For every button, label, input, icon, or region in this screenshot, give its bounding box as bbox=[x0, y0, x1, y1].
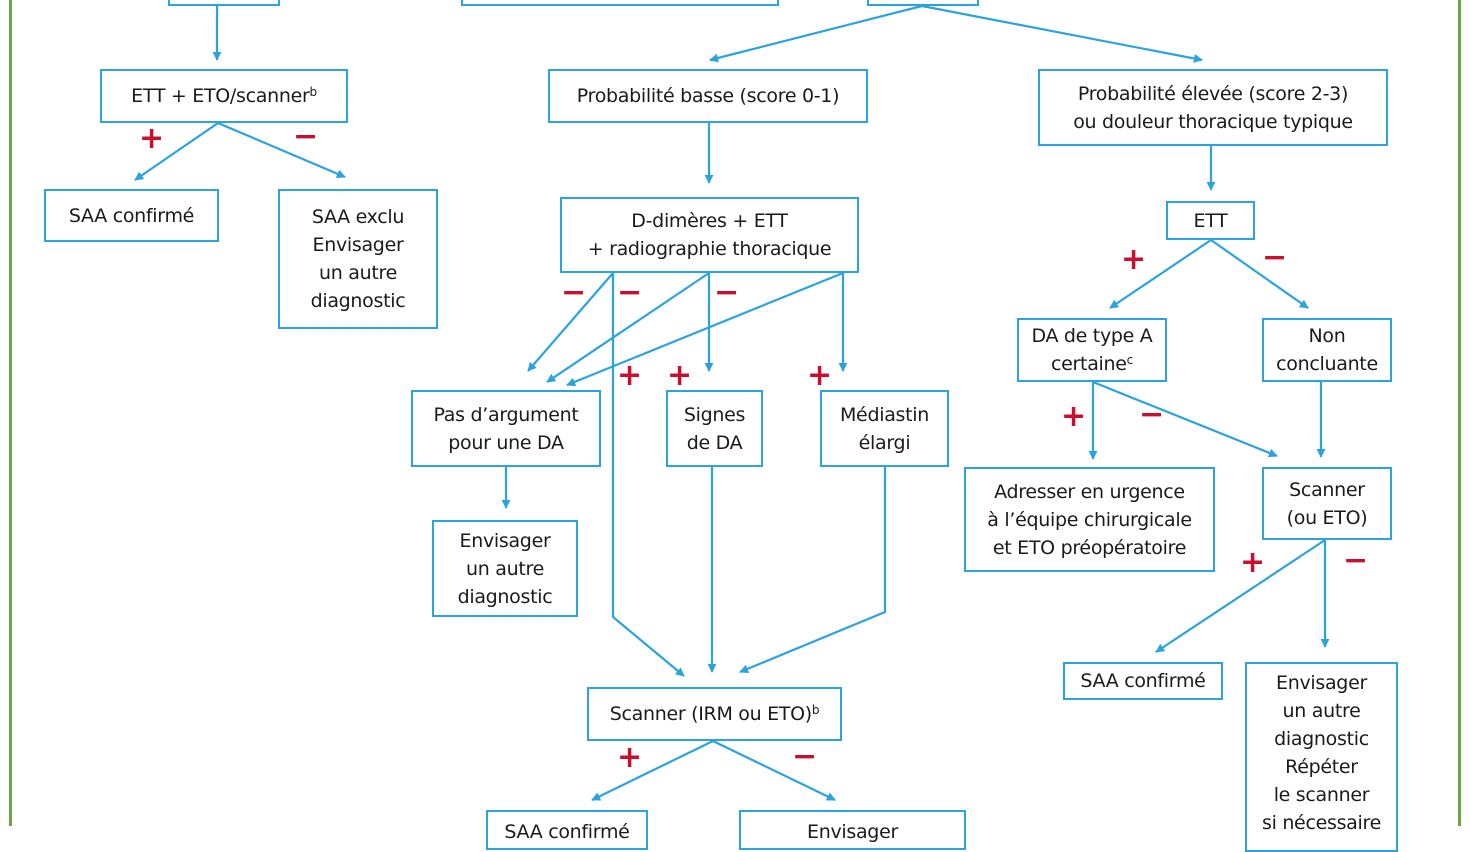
node-saa-confirme-left: SAA confirmé bbox=[44, 189, 219, 242]
plus-sign: + bbox=[807, 358, 833, 393]
minus-sign: − bbox=[561, 275, 587, 310]
edge-scanner-eto-to-saa bbox=[1155, 539, 1326, 653]
node-scanner-irm-label: Scanner (IRM ou ETO) bbox=[609, 703, 812, 725]
node-da-type-a-label: DA de type A certaine bbox=[1031, 325, 1153, 375]
node-proba-basse: Probabilité basse (score 0-1) bbox=[548, 69, 868, 123]
node-proba-elevee: Probabilité élevée (score 2-3) ou douleu… bbox=[1038, 69, 1388, 146]
node-non-concluante: Non concluante bbox=[1262, 318, 1392, 382]
node-top-center bbox=[461, 0, 779, 6]
minus-sign: − bbox=[1343, 543, 1369, 578]
node-envisager-bottom: Envisager bbox=[739, 810, 966, 850]
node-ett-eto-scanner-label: ETT + ETO/scanner bbox=[131, 85, 310, 107]
node-signes-da: Signes de DA bbox=[666, 390, 763, 467]
node-pas-argument: Pas d’argument pour une DA bbox=[411, 390, 601, 467]
node-ddimeres: D-dimères + ETT + radiographie thoraciqu… bbox=[560, 197, 859, 273]
node-envisager-right: Envisager un autre diagnostic Répéter le… bbox=[1245, 662, 1398, 852]
node-top-left bbox=[168, 0, 280, 6]
edge-scanner-to-saa bbox=[591, 740, 714, 801]
minus-sign: − bbox=[792, 739, 818, 774]
frame-border-right bbox=[1458, 0, 1461, 826]
node-non-concluante-label: Non concluante bbox=[1276, 325, 1378, 375]
minus-sign: − bbox=[617, 275, 643, 310]
node-ett-right: ETT bbox=[1166, 201, 1255, 240]
node-envisager-center-label: Envisager un autre diagnostic bbox=[457, 529, 553, 608]
node-scanner-irm: Scanner (IRM ou ETO)b bbox=[587, 687, 842, 741]
footnote-b: b bbox=[309, 85, 318, 99]
node-envisager-bottom-label: Envisager bbox=[807, 821, 898, 843]
plus-sign: + bbox=[1061, 399, 1087, 434]
edge-ett-to-non-concluante bbox=[1210, 239, 1309, 309]
plus-sign: + bbox=[1240, 545, 1266, 580]
node-scanner-eto: Scanner (ou ETO) bbox=[1262, 467, 1392, 540]
node-da-type-a: DA de type A certainec bbox=[1017, 318, 1167, 382]
node-saa-confirme-bottom-label: SAA confirmé bbox=[504, 821, 630, 843]
node-mediastin: Médiastin élargi bbox=[820, 390, 949, 467]
plus-sign: + bbox=[1121, 242, 1147, 277]
footnote-c: c bbox=[1126, 353, 1134, 367]
node-saa-confirme-right-label: SAA confirmé bbox=[1080, 670, 1206, 692]
node-ett-eto-scanner: ETT + ETO/scannerb bbox=[100, 69, 348, 123]
node-ddimeres-label: D-dimères + ETT + radiographie thoraciqu… bbox=[587, 210, 832, 260]
node-pas-argument-label: Pas d’argument pour une DA bbox=[433, 403, 579, 454]
node-proba-elevee-label: Probabilité élevée (score 2-3) ou douleu… bbox=[1073, 82, 1353, 133]
footnote-b: b bbox=[811, 703, 820, 717]
edge-ddimeres-to-pas-arg-1 bbox=[527, 272, 614, 372]
minus-sign: − bbox=[293, 119, 319, 154]
edge-ddimeres-to-scanner bbox=[611, 273, 685, 677]
node-signes-da-label: Signes de DA bbox=[683, 403, 746, 454]
node-adresser-label: Adresser en urgence à l’équipe chirurgic… bbox=[987, 480, 1192, 559]
minus-sign: − bbox=[1262, 240, 1288, 275]
edge-top-right-to-proba-basse bbox=[709, 4, 923, 63]
edge-ddimeres-to-pas-arg-3 bbox=[566, 271, 844, 387]
edge-ett-to-saa-exclu bbox=[217, 121, 346, 179]
minus-sign: − bbox=[714, 275, 740, 310]
edge-da-type-a-to-scanner bbox=[1092, 380, 1278, 458]
node-envisager-center: Envisager un autre diagnostic bbox=[432, 520, 578, 617]
minus-sign: − bbox=[1139, 397, 1165, 432]
plus-sign: + bbox=[667, 358, 693, 393]
node-ett-right-label: ETT bbox=[1193, 209, 1228, 232]
node-saa-confirme-right: SAA confirmé bbox=[1063, 662, 1223, 700]
plus-sign: + bbox=[139, 121, 165, 156]
node-envisager-right-label: Envisager un autre diagnostic Répéter le… bbox=[1262, 672, 1381, 834]
frame-border-left bbox=[9, 0, 12, 826]
node-scanner-eto-label: Scanner (ou ETO) bbox=[1286, 478, 1368, 529]
edge-ett-to-saa-confirme bbox=[134, 122, 219, 181]
node-saa-confirme-bottom: SAA confirmé bbox=[486, 810, 648, 850]
edge-mediastin-to-scanner bbox=[739, 467, 887, 674]
plus-sign: + bbox=[617, 358, 643, 393]
flowchart-connectors bbox=[134, 4, 1330, 801]
node-top-right bbox=[867, 0, 979, 6]
node-saa-confirme-left-label: SAA confirmé bbox=[68, 204, 195, 227]
edge-scanner-to-envisager bbox=[712, 740, 836, 801]
edge-top-right-to-proba-elevee bbox=[921, 4, 1203, 63]
node-mediastin-label: Médiastin élargi bbox=[839, 403, 930, 454]
node-saa-exclu-label: SAA exclu Envisager un autre diagnostic bbox=[310, 206, 406, 312]
node-saa-exclu: SAA exclu Envisager un autre diagnostic bbox=[278, 189, 438, 329]
edge-ddimeres-to-pas-arg-2 bbox=[546, 272, 710, 383]
edge-ett-to-da-type-a bbox=[1109, 239, 1212, 309]
plus-sign: + bbox=[617, 740, 643, 775]
node-adresser: Adresser en urgence à l’équipe chirurgic… bbox=[964, 467, 1215, 572]
node-proba-basse-label: Probabilité basse (score 0-1) bbox=[576, 85, 840, 107]
